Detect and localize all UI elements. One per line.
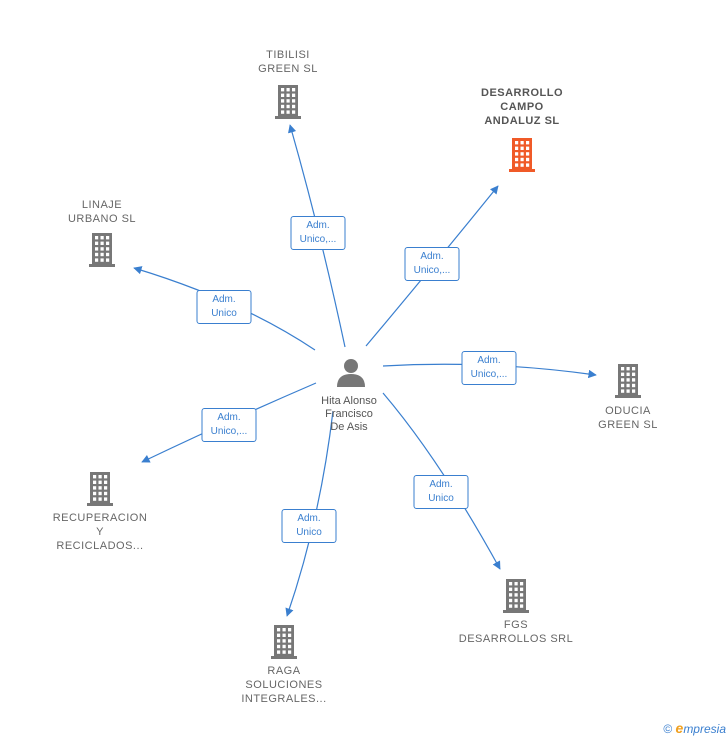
node-label-line: DESARROLLOS SRL (458, 633, 574, 645)
edge-label-line: Adm. (420, 251, 444, 262)
edge-label-line: Unico,... (299, 234, 337, 245)
node-label-line: LINAJE (81, 199, 123, 211)
footer-brand[interactable]: © empresia (663, 720, 726, 736)
building-icon-raga[interactable] (271, 625, 297, 659)
node-label-line: URBANO SL (67, 213, 137, 225)
node-label-line: SOLUCIONES (245, 679, 323, 691)
node-label-line: FGS (503, 619, 529, 631)
building-icon-fgs[interactable] (503, 579, 529, 613)
edge-label-line: Unico,... (470, 369, 508, 380)
node-label-line: TIBILISI (266, 49, 310, 61)
edge-label-line: Unico (296, 527, 322, 538)
center-person-label[interactable]: Hita Alonso Francisco De Asis (321, 395, 377, 434)
center-name-line-1: Hita Alonso (321, 395, 377, 407)
copyright-icon: © (663, 722, 673, 736)
brand-initial: e (675, 720, 684, 736)
center-name-line-3: De Asis (330, 421, 368, 433)
edge-label-recuperacion[interactable]: Adm. Unico,... (201, 408, 257, 442)
edge-fgs (382, 392, 501, 570)
node-label-line: GREEN SL (258, 63, 318, 75)
building-icon-oducia[interactable] (615, 364, 641, 398)
building-icon-recuperacion[interactable] (87, 472, 113, 506)
node-label-line: RAGA (267, 665, 301, 677)
edge-label-line: Adm. (217, 412, 241, 423)
node-label-recuperacion[interactable]: RECUPERACION Y RECICLADOS... (53, 511, 148, 553)
node-label-line: GREEN SL (598, 419, 658, 431)
node-label-fgs[interactable]: FGS DESARROLLOS SRL (459, 618, 573, 646)
center-name-line-2: Francisco (325, 408, 373, 420)
edge-label-line: Adm. (297, 513, 321, 524)
node-label-raga[interactable]: RAGA SOLUCIONES INTEGRALES... (241, 664, 326, 706)
node-label-line: INTEGRALES... (241, 693, 327, 705)
edge-label-line: Adm. (429, 479, 453, 490)
edge-label-line: Unico,... (210, 426, 248, 437)
node-label-tibilisi[interactable]: TIBILISI GREEN SL (258, 48, 318, 76)
edge-label-line: Adm. (306, 220, 330, 231)
edge-label-tibilisi[interactable]: Adm. Unico,... (290, 216, 346, 250)
node-label-line: ODUCIA (605, 405, 651, 417)
node-label-line: Y (96, 526, 104, 538)
edge-label-line: Adm. (477, 355, 501, 366)
node-label-desarrollo-campo[interactable]: DESARROLLO CAMPO ANDALUZ SL (481, 86, 563, 128)
node-label-line: DESARROLLO (481, 87, 563, 99)
edge-label-raga[interactable]: Adm. Unico (281, 509, 337, 543)
edge-label-line: Unico (428, 493, 454, 504)
edge-label-line: Unico,... (413, 265, 451, 276)
edge-label-fgs[interactable]: Adm. Unico (413, 475, 469, 509)
edge-label-line: Unico (211, 308, 237, 319)
node-label-line: ANDALUZ SL (484, 115, 560, 127)
node-label-oducia[interactable]: ODUCIA GREEN SL (598, 404, 658, 432)
building-icon-tibilisi[interactable] (275, 85, 301, 119)
edge-label-linaje[interactable]: Adm. Unico (196, 290, 252, 324)
node-label-line: RECICLADOS... (56, 540, 144, 552)
edge-label-oducia[interactable]: Adm. Unico,... (461, 351, 517, 385)
edge-label-line: Adm. (212, 294, 236, 305)
building-icon-linaje[interactable] (89, 233, 115, 267)
person-icon[interactable] (337, 359, 365, 387)
node-label-linaje[interactable]: LINAJE URBANO SL (68, 198, 136, 226)
building-icon-desarrollo-campo[interactable] (509, 138, 535, 172)
node-label-line: RECUPERACION (52, 512, 148, 524)
node-label-line: CAMPO (500, 101, 544, 113)
brand-name: mpresia (683, 722, 726, 736)
edge-label-desarrollo-campo[interactable]: Adm. Unico,... (404, 247, 460, 281)
